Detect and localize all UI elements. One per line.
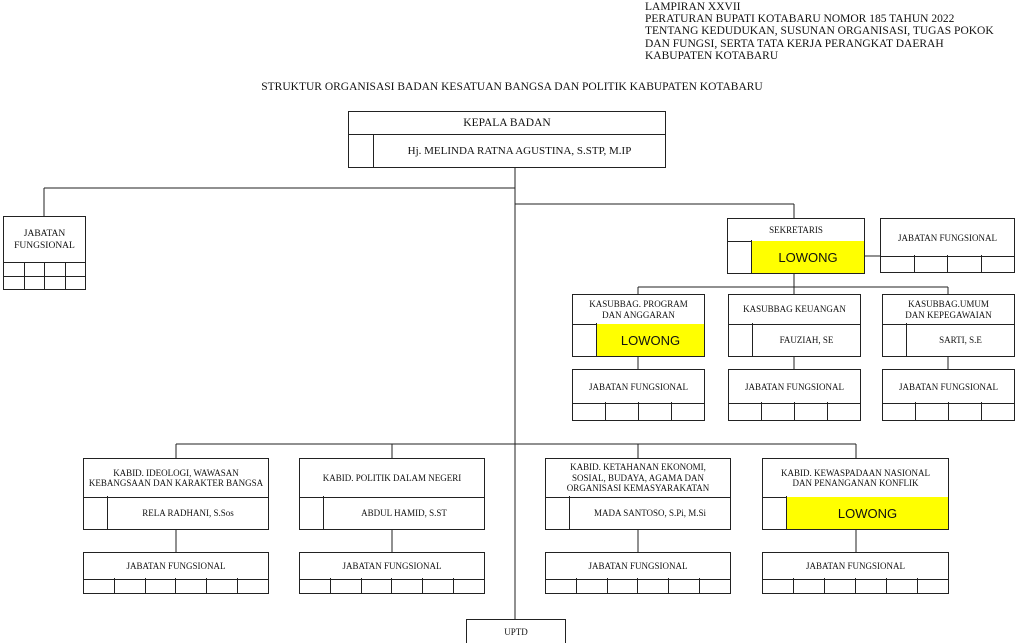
jf-label: JABATAN [23, 228, 66, 239]
empty-cell [729, 323, 753, 356]
box-jf-sekretaris: JABATAN FUNGSIONAL [880, 218, 1015, 273]
jf-label: JABATAN FUNGSIONAL [573, 370, 704, 404]
box-kasubbag-program: KASUBBAG. PROGRAM DAN ANGGARAN LOWONG [572, 294, 705, 357]
empty-cell [546, 496, 570, 529]
empty-cell [349, 134, 374, 167]
jf-label: JABATAN FUNGSIONAL [763, 553, 948, 580]
jf-label: FUNGSIONAL [14, 240, 75, 251]
position-label: KABID. POLITIK DALAM NEGERI [322, 472, 462, 483]
box-sekretaris: SEKRETARIS LOWONG [727, 218, 865, 274]
empty-cell [573, 323, 597, 356]
box-kabid-politik: KABID. POLITIK DALAM NEGERI ABDUL HAMID,… [299, 458, 485, 530]
position-label: KASUBBAG.UMUM [908, 299, 989, 309]
position-label: SEKRETARIS [728, 219, 864, 242]
position-label: KABID. KETAHANAN EKONOMI, [570, 462, 706, 473]
box-kabid-ideologi: KABID. IDEOLOGI, WAWASAN KEBANGSAAN DAN … [83, 458, 269, 530]
empty-cell [883, 323, 907, 356]
position-label: ORGANISASI KEMASYARAKATAN [566, 483, 710, 494]
box-jf-subbag-program: JABATAN FUNGSIONAL [572, 369, 705, 421]
header-line: KABUPATEN KOTABARU [645, 49, 779, 62]
person-name-vacant: LOWONG [596, 324, 704, 356]
person-name: FAUZIAH, SE [779, 334, 834, 345]
box-jf-bidang-kewaspadaan: JABATAN FUNGSIONAL [762, 552, 949, 594]
position-label: KEBANGSAAN DAN KARAKTER BANGSA [88, 478, 264, 488]
position-label: DAN KEPEGAWAIAN [905, 309, 992, 320]
person-name: MADA SANTOSO, S.Pi, M.Si [593, 507, 707, 518]
header-line: DAN FUNGSI, SERTA TATA KERJA PERANGKAT D… [645, 37, 944, 50]
box-kabid-ketahanan: KABID. KETAHANAN EKONOMI, SOSIAL, BUDAYA… [545, 458, 731, 530]
jf-label: JABATAN FUNGSIONAL [84, 553, 268, 580]
document-header: LAMPIRAN XXVII PERATURAN BUPATI KOTABARU… [645, 1, 994, 62]
box-jf-bidang-politik: JABATAN FUNGSIONAL [299, 552, 485, 594]
header-line: TENTANG KEDUDUKAN, SUSUNAN ORGANISASI, T… [645, 25, 994, 38]
person-name: RELA RADHANI, S.Sos [142, 507, 234, 518]
position-label: SOSIAL, BUDAYA, AGAMA DAN [572, 472, 704, 483]
box-kasubbag-keuangan: KASUBBAG KEUANGAN FAUZIAH, SE [728, 294, 861, 357]
position-label: KABID. KEWASPADAAN NASIONAL [781, 467, 930, 478]
box-jf-bidang-ketahanan: JABATAN FUNGSIONAL [545, 552, 731, 594]
box-jf-subbag-umum: JABATAN FUNGSIONAL [882, 369, 1015, 421]
jf-label: JABATAN FUNGSIONAL [883, 370, 1014, 404]
person-name: Hj. MELINDA RATNA AGUSTINA, S.STP, M.IP [407, 144, 632, 157]
header-line: LAMPIRAN XXVII [645, 1, 741, 13]
box-jf-bidang-ideologi: JABATAN FUNGSIONAL [83, 552, 269, 594]
position-label: KABID. IDEOLOGI, WAWASAN [113, 467, 239, 478]
position-label: KEPALA BADAN [349, 112, 665, 135]
header-line: PERATURAN BUPATI KOTABARU NOMOR 185 TAHU… [645, 13, 955, 26]
jf-label: JABATAN FUNGSIONAL [300, 553, 484, 580]
empty-cell [84, 496, 108, 529]
box-kabid-kewaspadaan: KABID. KEWASPADAAN NASIONAL DAN PENANGAN… [762, 458, 949, 530]
person-name: SARTI, S.E [939, 334, 982, 345]
box-uptd: UPTD [466, 619, 566, 643]
position-label: KASUBBAG. PROGRAM [589, 299, 688, 309]
empty-cell [728, 240, 752, 273]
empty-cell [300, 496, 324, 529]
box-jf-subbag-keuangan: JABATAN FUNGSIONAL [728, 369, 861, 421]
jf-label: JABATAN FUNGSIONAL [729, 370, 860, 404]
position-label: DAN PENANGANAN KONFLIK [792, 478, 919, 488]
box-kepala-badan: KEPALA BADAN Hj. MELINDA RATNA AGUSTINA,… [348, 111, 666, 168]
position-label: KASUBBAG KEUANGAN [743, 304, 846, 315]
jf-label: JABATAN FUNGSIONAL [546, 553, 730, 580]
position-label: DAN ANGGARAN [602, 309, 675, 320]
jf-label: JABATAN FUNGSIONAL [881, 219, 1014, 257]
chart-title: STRUKTUR ORGANISASI BADAN KESATUAN BANGS… [261, 81, 763, 93]
box-jf-left: JABATAN FUNGSIONAL [3, 216, 86, 290]
box-kasubbag-umum: KASUBBAG.UMUM DAN KEPEGAWAIAN SARTI, S.E [882, 294, 1015, 357]
person-name: ABDUL HAMID, S.ST [361, 507, 447, 518]
person-name-vacant: LOWONG [786, 497, 948, 529]
person-name-vacant: LOWONG [751, 241, 864, 273]
empty-cell [763, 496, 787, 529]
